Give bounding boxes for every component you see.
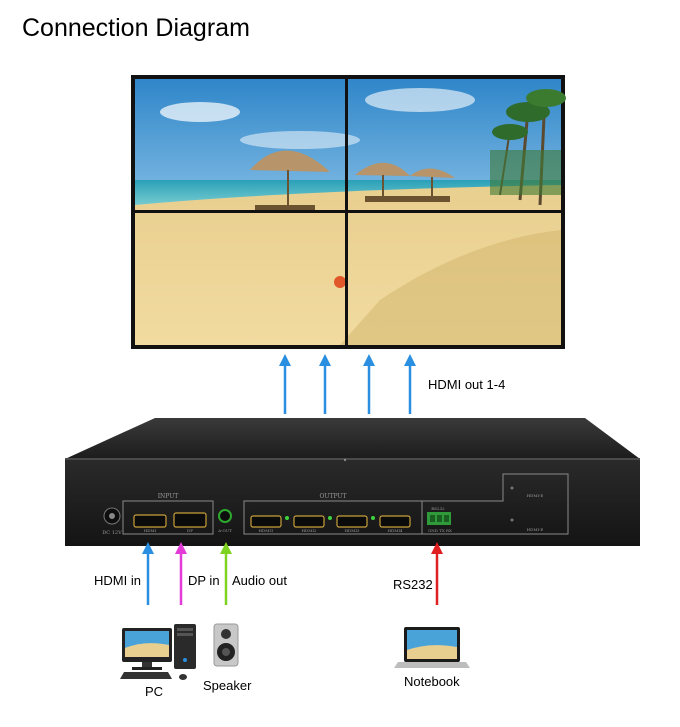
- out-label-4: HDMI4: [388, 528, 403, 533]
- page-title: Connection Diagram: [22, 14, 250, 42]
- dp-in-arrow: [175, 542, 187, 605]
- rs232-pins-label: GND TX RX: [428, 528, 452, 533]
- in-dp-label: DP: [187, 528, 193, 533]
- loop-label-2: HDMI-E: [527, 527, 544, 532]
- hdmi-in-arrow: [142, 542, 154, 605]
- out-label-1: HDMI1: [259, 528, 274, 533]
- video-wall: [131, 75, 566, 349]
- rs232-arrow: [431, 542, 443, 605]
- matrix-device: DC 12V INPUT HDMI DP A-OUT OUTPUT HDMI1 …: [65, 418, 640, 546]
- dc-label: DC 12V: [102, 530, 122, 536]
- audio-out-arrow: [220, 542, 232, 605]
- speaker-icon: [213, 623, 239, 667]
- hdmi-out-arrows: [279, 354, 416, 414]
- audio-label: A-OUT: [217, 528, 232, 533]
- output-label: OUTPUT: [320, 493, 347, 500]
- pc-monitor-icon: [122, 628, 172, 670]
- rs232-device-label: RS232: [431, 506, 445, 511]
- out-label-2: HDMI2: [302, 528, 317, 533]
- out-label-3: HDMI3: [345, 528, 360, 533]
- speaker-label: Speaker: [203, 678, 252, 693]
- hdmi-in-label: HDMI in: [94, 573, 141, 588]
- hdmi-out-label: HDMI out 1-4: [428, 377, 506, 392]
- pc-label: PC: [145, 684, 164, 699]
- dp-in-label: DP in: [188, 573, 220, 588]
- loop-label: HDMI-E: [527, 493, 544, 498]
- input-label: INPUT: [158, 493, 179, 500]
- notebook-icon: [394, 627, 470, 668]
- in-hdmi-label: HDMI: [144, 528, 157, 533]
- notebook-label: Notebook: [404, 674, 460, 689]
- audio-out-label: Audio out: [232, 573, 287, 588]
- keyboard-icon: [120, 672, 187, 680]
- rs232-label: RS232: [393, 577, 433, 592]
- pc-tower-icon: [174, 624, 196, 669]
